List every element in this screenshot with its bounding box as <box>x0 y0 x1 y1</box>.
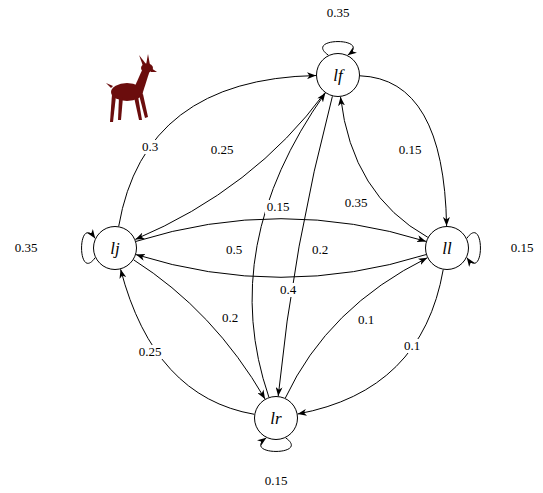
transition-arrow <box>119 76 316 227</box>
transition-probability: 0.25 <box>209 143 236 157</box>
transition-probability: 0.15 <box>509 241 536 255</box>
transition-arrow <box>298 270 444 414</box>
transition-arrow <box>134 260 265 399</box>
transition-probability: 0.25 <box>137 345 164 359</box>
transition-probability: 0.2 <box>220 311 240 325</box>
transition-probability: 0.3 <box>140 140 160 154</box>
transition-probability: 0.4 <box>278 283 298 297</box>
transition-arrow <box>285 258 427 398</box>
state-circle: lr <box>254 396 298 440</box>
state-name: lj <box>110 240 119 257</box>
state-name: lr <box>270 410 281 427</box>
transition-probability: 0.15 <box>397 143 424 157</box>
transition-arrow <box>136 255 426 278</box>
transition-probability: 0.5 <box>224 243 244 257</box>
transition-arrow <box>121 269 255 414</box>
transition-probability: 0.35 <box>343 196 370 210</box>
transition-probability: 0.2 <box>310 243 330 257</box>
state-name: lf <box>333 67 342 84</box>
transition-arrow <box>278 96 332 396</box>
state-circle: ll <box>425 226 469 270</box>
state-circle: lf <box>316 53 360 97</box>
transition-arrow <box>360 76 447 226</box>
state-circle: lj <box>93 226 137 270</box>
transition-probability: 0.1 <box>402 339 422 353</box>
transition-probability: 0.1 <box>356 313 376 327</box>
transition-arrow <box>341 97 428 237</box>
transition-probability: 0.35 <box>13 241 40 255</box>
transition-probability: 0.15 <box>263 474 290 488</box>
transition-probability: 0.35 <box>325 6 352 20</box>
transition-probability: 0.15 <box>265 200 292 214</box>
transition-arrow <box>135 93 325 240</box>
state-name: ll <box>442 240 451 257</box>
transition-arrow <box>136 219 426 242</box>
